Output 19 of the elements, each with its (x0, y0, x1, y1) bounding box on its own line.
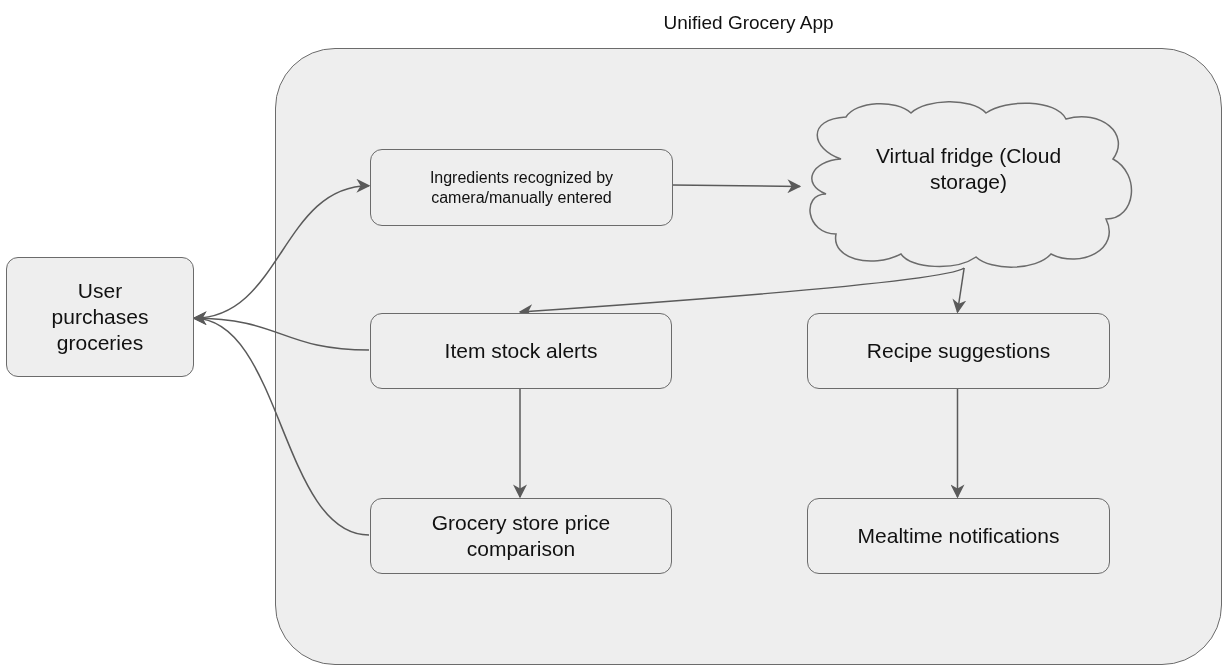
arrow (952, 267, 967, 314)
node-label: Recipe suggestions (866, 337, 1051, 364)
process-box (6, 257, 194, 377)
node-label: Mealtime notifications (857, 522, 1060, 549)
node-label: Ingredients recognized by camera/manually entered (428, 167, 615, 208)
node-label: Item stock alerts (444, 337, 598, 364)
node-label: Grocery store price comparison (430, 509, 612, 562)
process-box (370, 313, 672, 389)
arrow (192, 313, 370, 536)
process-box (807, 313, 1110, 389)
container-heading: Unified Grocery App (662, 12, 835, 34)
process-box (370, 498, 672, 574)
arrow (671, 179, 802, 194)
process-box (370, 149, 673, 226)
arrow (513, 387, 527, 499)
node-label: Virtual fridge (Cloud storage) (874, 142, 1063, 195)
node-label: User purchases groceries (50, 277, 150, 357)
process-box (807, 498, 1110, 574)
arrow (950, 387, 965, 499)
